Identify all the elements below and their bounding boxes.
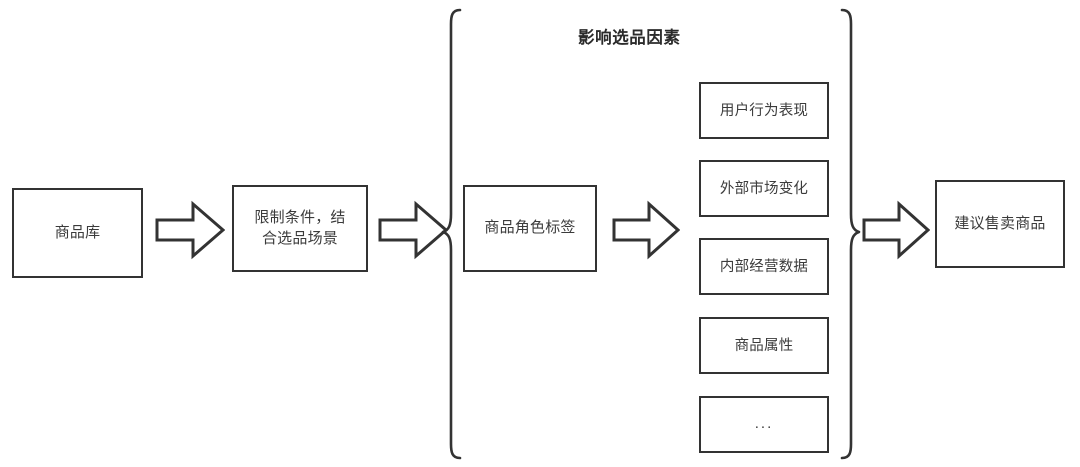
arrow-source-to-constraints [155,200,226,260]
node-constraints[interactable]: 限制条件，结 合选品场景 [232,185,368,272]
node-source[interactable]: 商品库 [12,188,143,278]
arrow-constraints-to-group [378,200,449,260]
left-brace [440,6,464,462]
factor-box-3[interactable]: 内部经营数据 [699,238,829,295]
curly-brace-right-icon [840,8,861,460]
right-arrow-icon [862,200,931,260]
right-arrow-icon [612,200,681,260]
node-result[interactable]: 建议售卖商品 [935,180,1065,268]
factor-label: ... [754,415,774,433]
right-arrow-icon [155,200,226,260]
factor-box-4[interactable]: 商品属性 [699,317,829,374]
factor-label: 外部市场变化 [719,180,809,197]
right-brace [838,6,862,462]
arrow-roletag-to-factors [612,200,681,260]
group-title: 影响选品因素 [578,29,681,47]
node-constraints-label: 限制条件，结 合选品场景 [254,208,346,247]
node-result-label: 建议售卖商品 [954,214,1046,232]
factor-label: 商品属性 [734,337,794,354]
node-role-tag-label: 商品角色标签 [484,219,576,237]
curly-brace-left-icon [441,8,462,460]
factor-box-5[interactable]: ... [699,396,829,453]
factor-box-1[interactable]: 用户行为表现 [699,82,829,139]
right-arrow-icon [378,200,449,260]
factor-label: 内部经营数据 [719,258,809,275]
factor-box-2[interactable]: 外部市场变化 [699,160,829,217]
factor-label: 用户行为表现 [719,102,809,119]
node-role-tag[interactable]: 商品角色标签 [463,185,597,272]
node-source-label: 商品库 [54,223,101,241]
arrow-group-to-result [862,200,931,260]
